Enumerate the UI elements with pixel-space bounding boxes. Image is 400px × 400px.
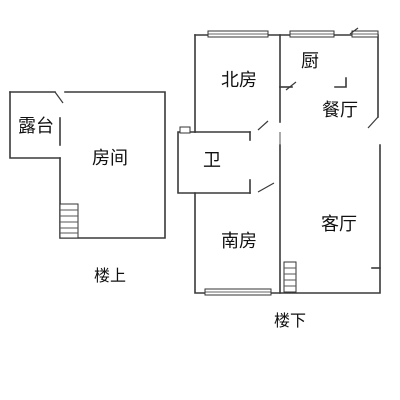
downstairs-stairs [283, 261, 297, 293]
room-label-terrace: 露台 [18, 116, 54, 137]
door-kitchen [285, 81, 297, 91]
room-label-room: 房间 [92, 148, 128, 169]
wall-kitchen-right [334, 77, 347, 88]
upstairs-stairs [59, 203, 79, 239]
room-label-south-bedroom: 南房 [221, 231, 257, 252]
door-kitchen-balcony [349, 27, 359, 35]
room-label-dining: 餐厅 [322, 100, 358, 121]
upstairs-plan: 露台 房间 楼上 [9, 91, 166, 285]
floor-label-downstairs: 楼下 [274, 311, 306, 330]
floor-label-upstairs: 楼上 [94, 266, 126, 285]
bottom-window-south [204, 288, 272, 296]
room-label-bathroom: 卫 [203, 150, 221, 171]
room-label-north-bedroom: 北房 [221, 70, 257, 91]
top-window-corner [351, 30, 379, 38]
bathroom-vent [179, 126, 191, 134]
top-window-north [207, 30, 269, 38]
downstairs-plan: 北房 厨 餐厅 卫 南房 客厅 楼下 [177, 27, 381, 330]
terrace-door [54, 91, 64, 104]
room-label-living: 客厅 [321, 214, 357, 235]
door-south-bedroom [257, 182, 275, 193]
door-entrance [367, 116, 379, 129]
door-north-bedroom [257, 120, 269, 131]
top-window-kitchen [289, 30, 335, 38]
terrace-wall [9, 91, 61, 159]
room-label-kitchen: 厨 [301, 51, 319, 72]
